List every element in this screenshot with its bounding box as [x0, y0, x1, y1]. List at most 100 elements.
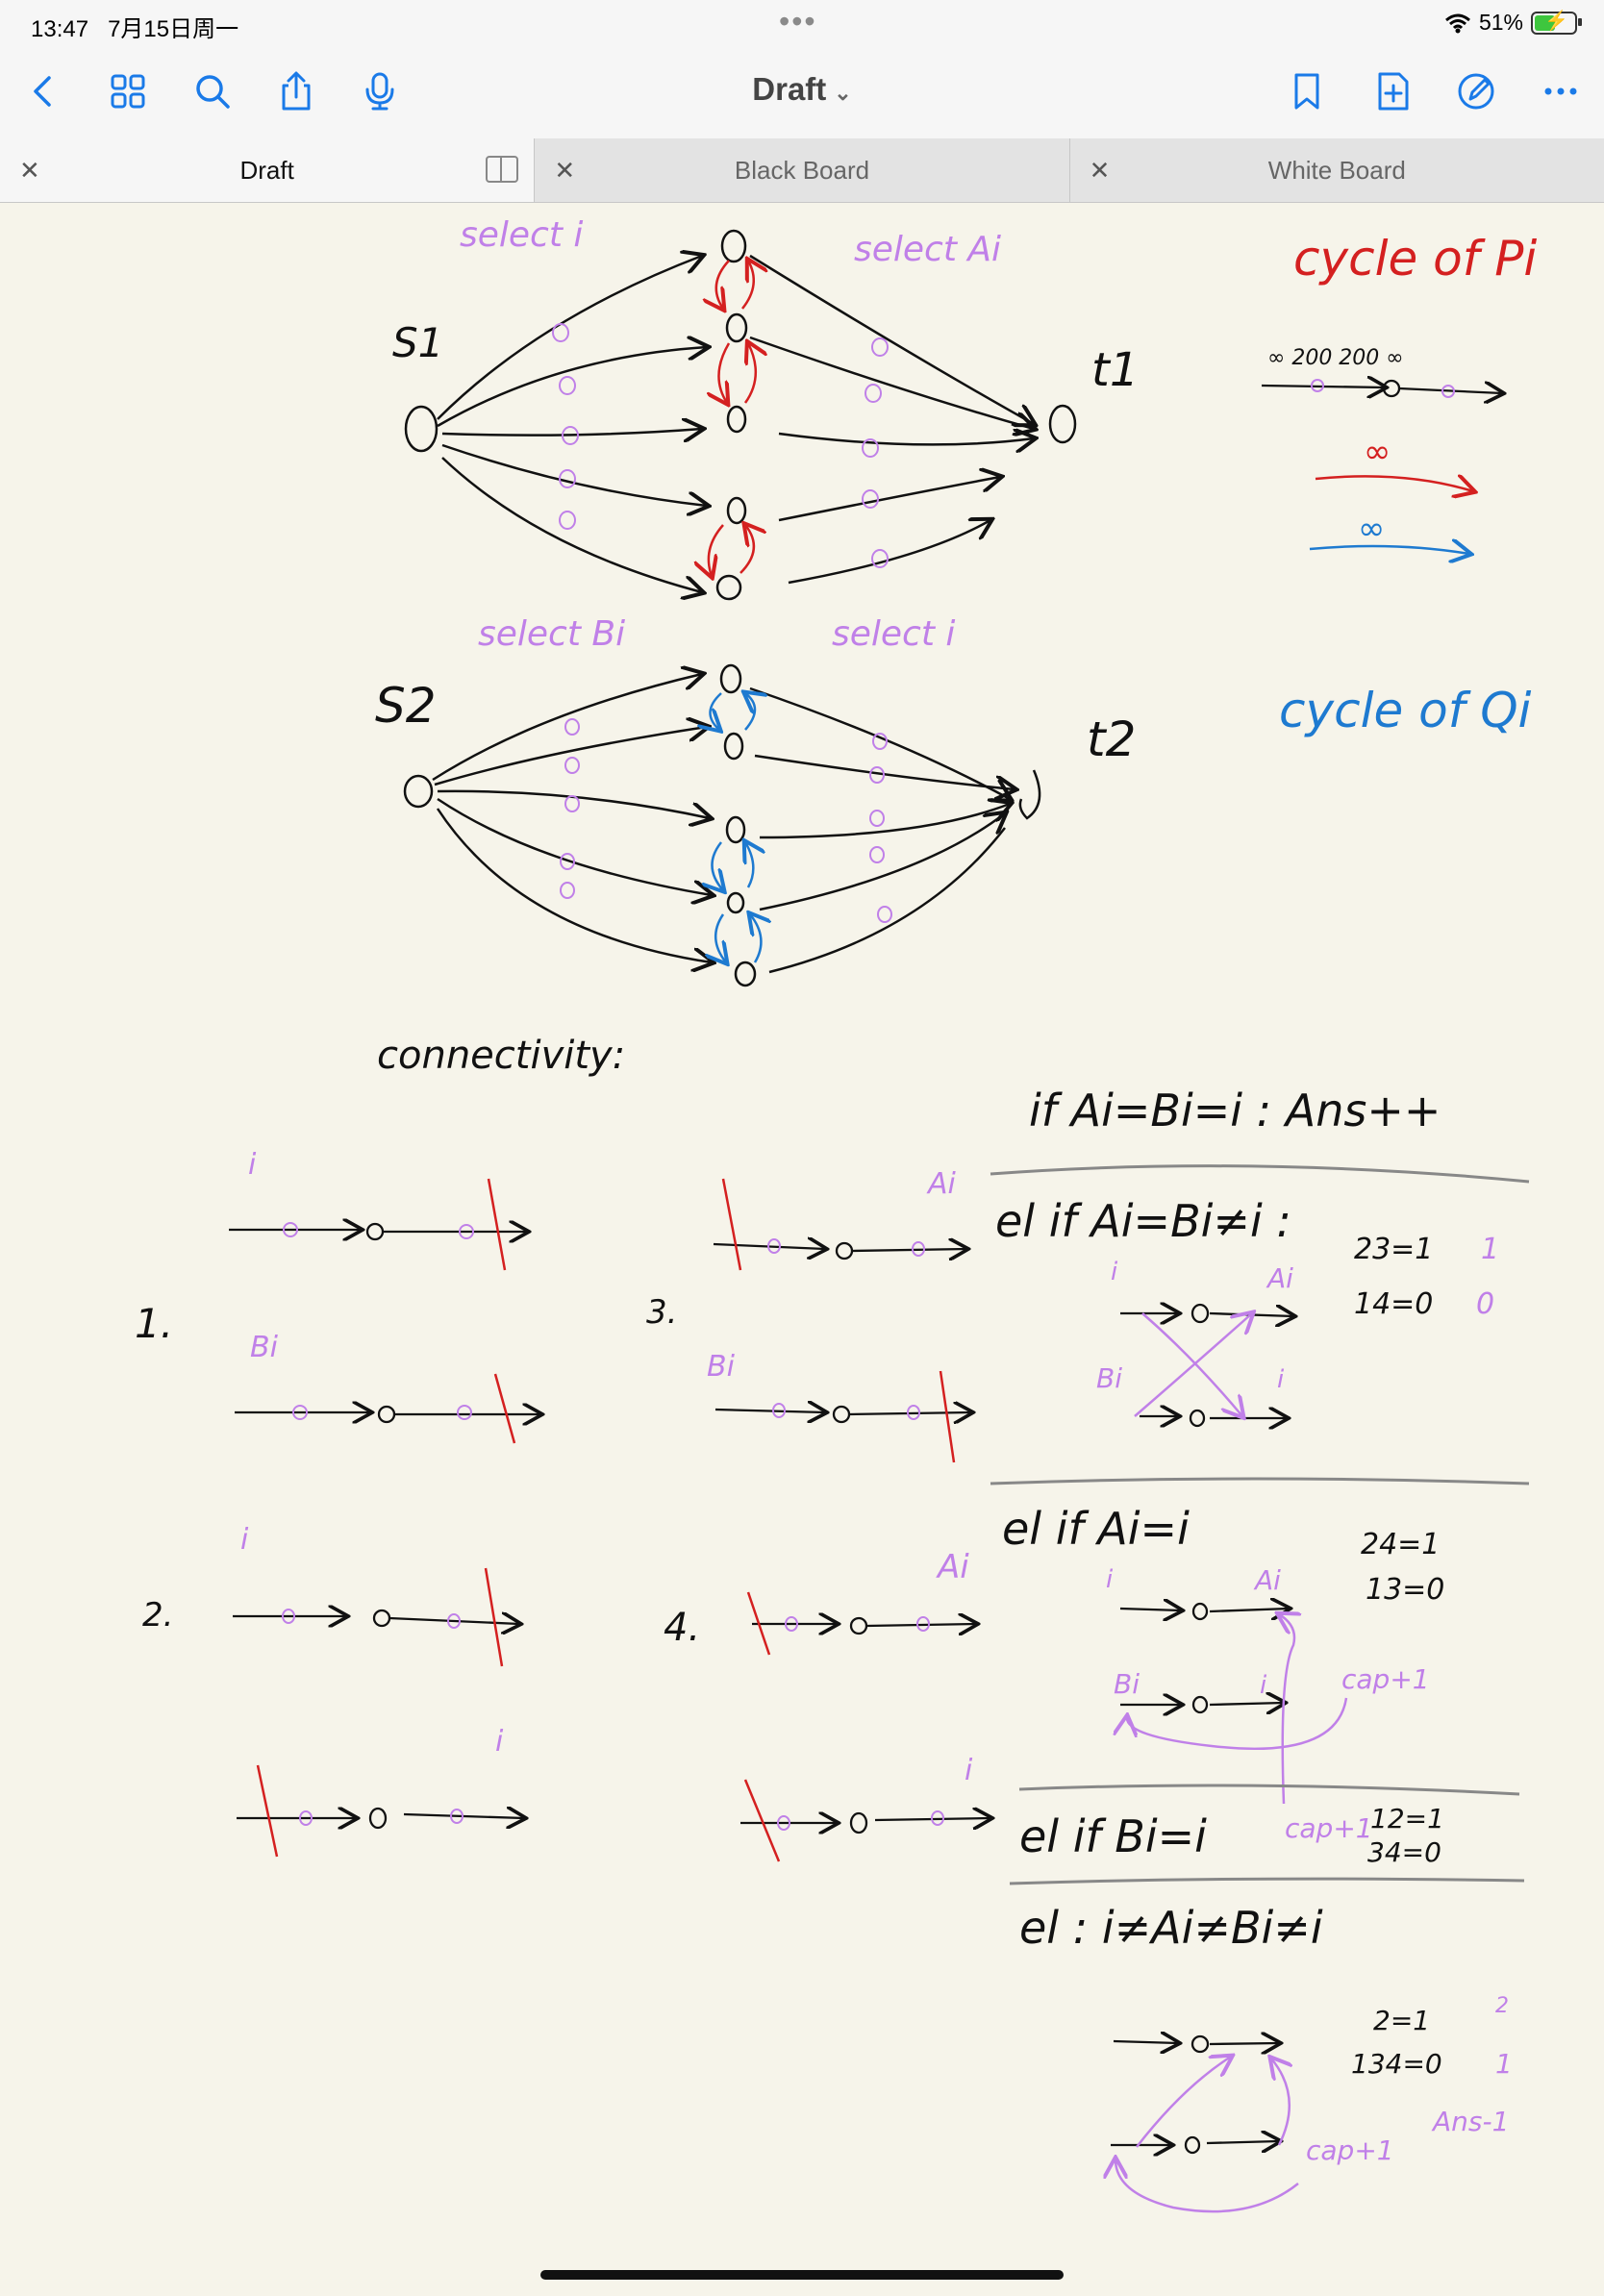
case-2-caps — [282, 1609, 464, 1826]
caps-inf-200 — [1311, 379, 1455, 398]
clock-time: 13:47 — [31, 16, 89, 42]
cycle-p-arrows — [709, 261, 756, 576]
status-bar: 13:47 7月15日周一 ••• 51% ⚡ — [0, 0, 1604, 48]
cond-4-val-1: 12=1 — [1370, 1803, 1444, 1834]
cond-3-cap-curve — [1127, 1614, 1348, 1805]
tab-black-board[interactable]: ✕ Black Board — [534, 138, 1069, 202]
case2-label-i: i — [240, 1523, 249, 1557]
thumbnails-button[interactable] — [104, 67, 152, 115]
case-3-caps — [767, 1238, 925, 1420]
label-cycle-p: cycle of Pi — [1293, 231, 1537, 287]
close-icon[interactable]: ✕ — [554, 156, 576, 185]
label-inf-blue: ∞ — [1358, 510, 1385, 548]
cond-3-label-i: i — [1106, 1565, 1114, 1594]
chevron-left-icon — [34, 76, 51, 107]
tab-label: White Board — [1267, 155, 1406, 185]
cond-3-drawing — [1119, 1604, 1289, 1712]
cond-3-cap: cap+1 — [1341, 1663, 1430, 1695]
back-button[interactable] — [19, 67, 67, 115]
case-4-caps — [777, 1616, 944, 1831]
network-s1-t1 — [404, 229, 1077, 599]
case-4-drawing — [740, 1618, 990, 1833]
status-right: 51% ⚡ — [1444, 10, 1582, 36]
cond-2-label-bi: Bi — [1096, 1362, 1122, 1394]
note-canvas[interactable]: select i select Ai S1 t1 cycle of Pi ∞ 2… — [0, 203, 1604, 2275]
cond-2-label-i: i — [1111, 1258, 1118, 1286]
divider-3 — [1018, 1784, 1520, 1796]
status-time: 13:47 7月15日周一 — [31, 10, 238, 43]
cond-5-cap-curves — [1115, 2057, 1299, 2213]
cond-5-val-1: 2=1 — [1373, 2005, 1430, 2036]
share-icon — [282, 71, 311, 111]
label-select-i: select i — [460, 215, 583, 255]
cond-2-cross — [1134, 1313, 1252, 1416]
case1-label-i: i — [248, 1148, 257, 1182]
pen-tools-button[interactable] — [1452, 67, 1500, 115]
tab-label: Draft — [239, 155, 294, 185]
search-button[interactable] — [188, 67, 237, 115]
home-indicator[interactable] — [540, 2270, 1064, 2280]
cond-4-cap: cap+1 — [1285, 1812, 1373, 1844]
label-inf-200: ∞ 200 200 ∞ — [1267, 346, 1404, 370]
label-t2: t2 — [1087, 711, 1136, 767]
case-3-drawing — [713, 1243, 971, 1422]
chevron-down-icon: ⌄ — [834, 81, 852, 105]
cond-2-side-2: 0 — [1476, 1287, 1494, 1321]
document-title[interactable]: Draft ⌄ — [0, 71, 1604, 108]
search-icon — [196, 75, 230, 109]
split-view-icon[interactable] — [486, 156, 519, 183]
purple-caps-2 — [560, 718, 892, 923]
cycle-q-arrows — [710, 693, 761, 962]
path-inf-200 — [1261, 381, 1502, 396]
toolbar: Draft ⌄ — [0, 48, 1604, 138]
case-1-cuts — [487, 1178, 516, 1444]
case4-label-ai: Ai — [936, 1548, 969, 1586]
label-inf-red: ∞ — [1364, 433, 1391, 471]
label-case-2: 2. — [142, 1596, 173, 1635]
label-case-4: 4. — [664, 1606, 700, 1650]
label-connectivity: connectivity: — [377, 1034, 625, 1078]
red-infinite-arrow — [1315, 476, 1473, 491]
add-page-icon — [1378, 72, 1409, 111]
battery-icon: ⚡ — [1531, 11, 1582, 35]
pencil-circle-icon — [1458, 73, 1494, 110]
label-select-bi: select Bi — [478, 614, 625, 654]
grid-icon — [111, 74, 145, 109]
more-button[interactable] — [1537, 67, 1585, 115]
add-page-button[interactable] — [1369, 67, 1417, 115]
more-icon — [1544, 87, 1577, 95]
cond-1: if Ai=Bi=i : Ans++ — [1029, 1085, 1441, 1136]
document-title-text: Draft — [752, 71, 827, 107]
close-icon[interactable]: ✕ — [1089, 156, 1111, 185]
tab-draft[interactable]: ✕ Draft — [0, 138, 535, 202]
cond-3-label-i-2: i — [1260, 1671, 1267, 1700]
cond-2: el if Ai=Bi≠i : — [995, 1195, 1291, 1247]
multitask-dots[interactable]: ••• — [779, 4, 817, 38]
cond-2-side-1: 1 — [1481, 1233, 1499, 1266]
divider-4 — [1009, 1877, 1525, 1885]
label-select-ai: select Ai — [854, 230, 1001, 269]
close-icon[interactable]: ✕ — [19, 156, 40, 185]
case-3-cuts — [721, 1178, 956, 1463]
purple-caps-1 — [552, 323, 889, 568]
dictation-button[interactable] — [356, 67, 404, 115]
tab-white-board[interactable]: ✕ White Board — [1068, 138, 1604, 202]
case4-label-i: i — [965, 1754, 973, 1787]
bookmark-button[interactable] — [1283, 67, 1331, 115]
label-cycle-q: cycle of Qi — [1279, 683, 1532, 738]
cond-3-label-ai: Ai — [1253, 1564, 1281, 1596]
cond-5-cap: cap+1 — [1306, 2134, 1394, 2166]
case-2-drawing — [233, 1610, 524, 1828]
cond-5-val-2: 134=0 — [1351, 2048, 1442, 2080]
cond-2-label-i-2: i — [1277, 1365, 1285, 1394]
label-select-i-2: select i — [832, 614, 955, 654]
label-t1: t1 — [1091, 343, 1139, 397]
cond-3-label-bi: Bi — [1114, 1668, 1140, 1700]
cond-5-drawing — [1111, 2036, 1279, 2153]
network-s2-t2 — [403, 663, 1041, 987]
share-button[interactable] — [272, 67, 320, 115]
case-1-drawing — [229, 1224, 540, 1422]
label-case-1: 1. — [135, 1300, 173, 1347]
label-s2: S2 — [375, 678, 437, 734]
document-tabs: ✕ Draft ✕ Black Board ✕ White Board — [0, 138, 1604, 203]
